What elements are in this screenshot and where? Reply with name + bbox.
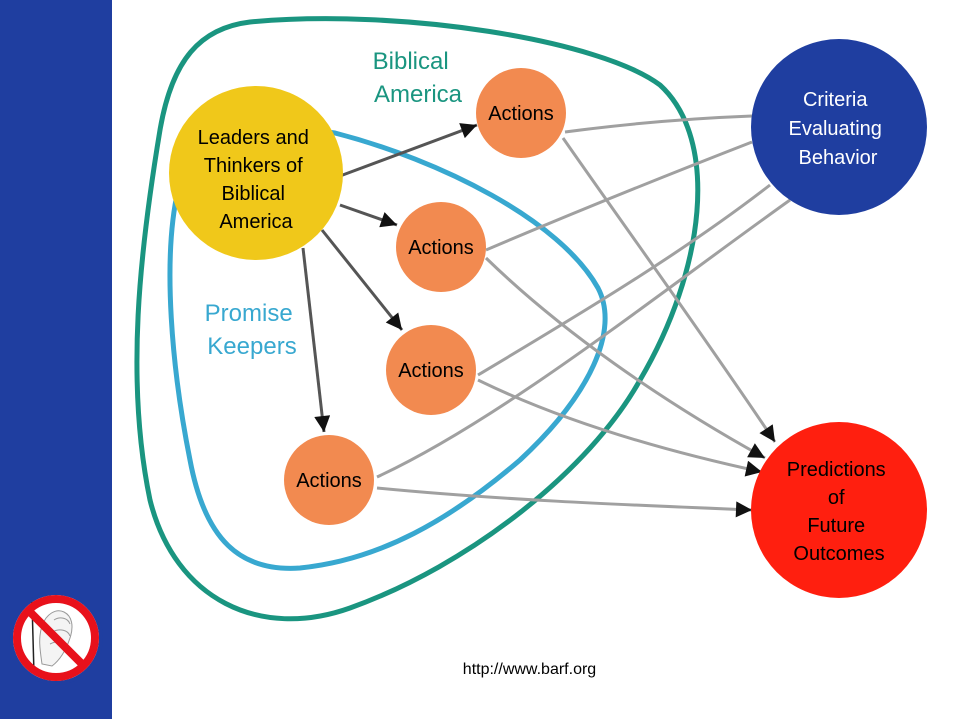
biblical-america-label: Biblical America [373, 48, 463, 108]
criteria-node: Criteria Evaluating Behavior [751, 39, 927, 215]
connector-a2-criteria [485, 140, 753, 252]
footer-url: http://www.barf.org [462, 661, 597, 678]
connector-a2-predictions [484, 256, 766, 460]
leaders-node: Leaders and Thinkers of Biblical America [169, 86, 343, 260]
action-label: Actions [398, 360, 464, 382]
arrow-leaders-a2 [339, 203, 398, 228]
action-node-3: Actions [386, 325, 476, 415]
arrow-leaders-a3 [320, 229, 404, 331]
no-hand-icon [9, 591, 103, 685]
action-label: Actions [488, 103, 554, 125]
predictions-node: Predictions of Future Outcomes [751, 422, 927, 598]
svg-text:Leaders and Thinkers of: Leaders and Thinkers of Biblical America [198, 127, 315, 233]
dark-connectors [301, 123, 478, 433]
leaders-line: America [219, 211, 293, 233]
criteria-line: Behavior [799, 147, 878, 169]
svg-text:Criteria Evaluating: Criteria Evaluating Behavior [789, 89, 888, 169]
connector-a1-criteria [564, 114, 753, 134]
action-label: Actions [296, 470, 362, 492]
action-node-2: Actions [396, 202, 486, 292]
arrow-leaders-a4 [301, 247, 331, 433]
grey-connectors [376, 114, 791, 518]
leaders-line: Thinkers of [204, 155, 303, 177]
promise-keepers-label: Promise Keepers [205, 300, 300, 360]
criteria-line: Criteria [803, 89, 868, 111]
connector-a4-criteria [376, 198, 791, 479]
biblical-america-outline [134, 16, 701, 622]
svg-text:Predictions of Fut: Predictions of Future Outcomes [787, 459, 892, 565]
leaders-line: Leaders and [198, 127, 309, 149]
predictions-line: Outcomes [793, 543, 884, 565]
connector-a1-predictions [561, 137, 777, 443]
criteria-line: Evaluating [789, 118, 882, 140]
connector-a3-predictions [477, 378, 763, 477]
predictions-line: Future [807, 515, 865, 537]
action-node-4: Actions [284, 435, 374, 525]
action-node-1: Actions [476, 68, 566, 158]
predictions-line: Predictions [787, 459, 886, 481]
action-label: Actions [408, 237, 474, 259]
connector-a4-predictions [376, 486, 753, 518]
connector-a3-criteria [477, 183, 771, 377]
predictions-line: of [828, 487, 845, 509]
arrow-leaders-a1 [339, 123, 478, 178]
leaders-line: Biblical [222, 183, 285, 205]
